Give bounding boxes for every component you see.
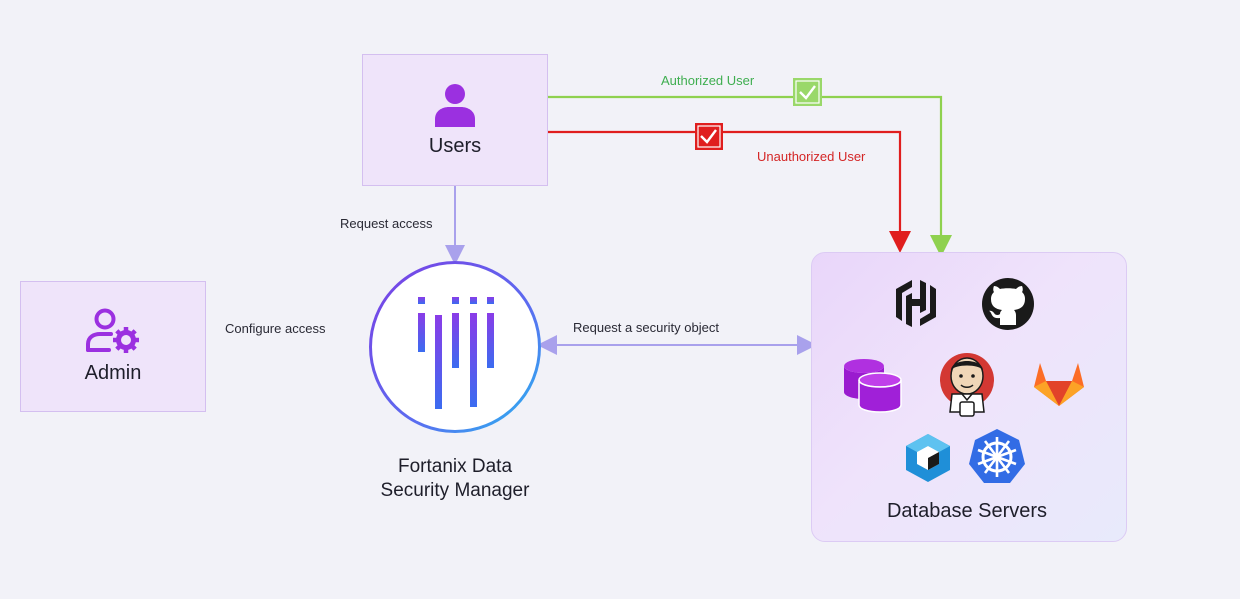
- fdsm-node: [369, 261, 541, 433]
- security-object-label: Request a security object: [573, 320, 719, 335]
- database-servers-label: Database Servers: [886, 500, 1048, 522]
- admin-label: Admin: [84, 362, 142, 384]
- gitlab-icon: [1034, 363, 1084, 406]
- admin-node: Admin: [20, 281, 206, 412]
- github-icon: [982, 278, 1034, 330]
- fdsm-label: Fortanix Data Security Manager: [340, 455, 570, 503]
- check-icon: [793, 78, 822, 106]
- admin-gear-icon: [86, 308, 139, 353]
- configure-access-label: Configure access: [225, 321, 326, 336]
- kubernetes-icon: [969, 429, 1025, 483]
- check-icon: [695, 123, 723, 150]
- jenkins-icon: [940, 353, 994, 417]
- cockroach-icon: [906, 434, 950, 482]
- users-label: Users: [428, 134, 482, 157]
- fortanix-logo-icon: [418, 297, 494, 409]
- fdsm-label-line-1: Fortanix Data: [397, 456, 513, 477]
- authorized-connector: [548, 95, 952, 257]
- database-icon: [844, 359, 902, 413]
- users-node: Users: [362, 54, 548, 186]
- user-icon: [435, 83, 475, 127]
- hashicorp-icon: [896, 280, 936, 327]
- authorized-user-label: Authorized User: [661, 73, 755, 88]
- unauthorized-connector: [548, 130, 911, 253]
- fdsm-label-line-2: Security Manager: [380, 480, 530, 501]
- unauthorized-user-label: Unauthorized User: [757, 149, 866, 164]
- request-access-label: Request access: [340, 216, 433, 231]
